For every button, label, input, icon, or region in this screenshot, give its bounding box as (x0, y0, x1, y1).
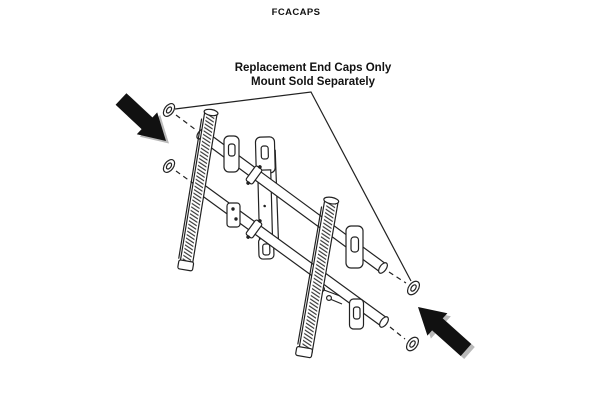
end-cap-bottom-right (405, 336, 420, 352)
rail-left (177, 108, 219, 272)
page-title: FCACAPS (271, 7, 321, 18)
end-cap-bottom-left (162, 159, 176, 173)
left-arrow-icon (115, 93, 169, 144)
left-rail-hooks (223, 135, 241, 228)
tube-clamp-lower (245, 219, 263, 239)
annotation-text: Replacement End Caps Only Mount Sold Sep… (235, 61, 392, 89)
tube-clamp-upper (245, 165, 263, 185)
annotation-line-1: Replacement End Caps Only (234, 62, 392, 74)
end-cap-top-left (162, 103, 176, 117)
right-arrow-icon (418, 307, 475, 359)
annotation-line-2: Mount Sold Separately (251, 76, 375, 88)
leader-line (174, 91, 412, 282)
rail-right (295, 196, 340, 359)
end-cap-top-right (406, 280, 421, 296)
